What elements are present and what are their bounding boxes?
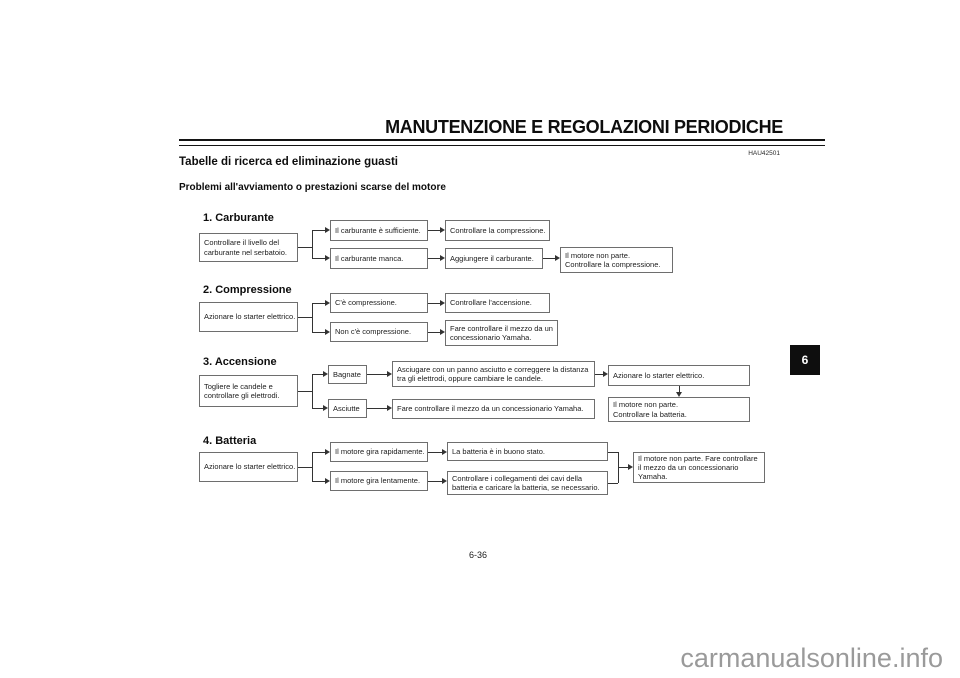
flow-line	[428, 302, 440, 304]
flow-box-s4-engine-not-starting: Il motore non parte. Fare controllare il…	[633, 452, 765, 483]
flow-line	[311, 230, 313, 258]
flow-box-s2-compression-present: C'è compressione.	[330, 293, 428, 313]
arrow-right-icon	[387, 405, 392, 411]
flow-line	[312, 229, 325, 231]
flow-line	[312, 407, 323, 409]
flow-line	[312, 302, 325, 304]
flow-line	[595, 373, 603, 375]
flow-line	[298, 316, 312, 318]
flow-section-heading: 4. Batteria	[203, 435, 257, 447]
arrow-right-icon	[603, 371, 608, 377]
flow-line	[617, 452, 619, 483]
doc-code: HAU42501	[748, 150, 780, 157]
flow-line	[678, 386, 680, 392]
arrow-right-icon	[442, 478, 447, 484]
arrow-down-icon	[676, 392, 682, 397]
flow-line	[312, 373, 323, 375]
flow-line	[367, 373, 387, 375]
arrow-right-icon	[442, 449, 447, 455]
flow-box-s3-wet: Bagnate	[328, 365, 367, 384]
arrow-right-icon	[323, 371, 328, 377]
arrow-right-icon	[440, 255, 445, 261]
flow-line	[312, 331, 325, 333]
flow-box-s1-engine-not-starting: Il motore non parte. Controllare la comp…	[560, 247, 673, 273]
flow-box-s1-fuel-missing: Il carburante manca.	[330, 248, 428, 269]
flow-line	[543, 257, 555, 259]
section-title: Tabelle di ricerca ed eliminazione guast…	[179, 156, 398, 168]
flow-box-s4-use-electric-starter: Azionare lo starter elettrico.	[199, 452, 298, 482]
flow-line	[428, 229, 440, 231]
arrow-right-icon	[325, 329, 330, 335]
watermark: carmanualsonline.info	[680, 643, 943, 673]
flow-box-s4-engine-turns-quickly: Il motore gira rapidamente.	[330, 442, 428, 462]
arrow-right-icon	[440, 227, 445, 233]
flow-box-s1-check-compression: Controllare la compressione.	[445, 220, 550, 241]
arrow-right-icon	[440, 300, 445, 306]
flow-line	[428, 451, 442, 453]
flow-box-s3-have-dealer-check: Fare controllare il mezzo da un concessi…	[392, 399, 595, 419]
flow-line	[428, 480, 442, 482]
page-title: MANUTENZIONE E REGOLAZIONI PERIODICHE	[385, 117, 783, 137]
flow-box-s4-battery-good: La batteria è in buono stato.	[447, 442, 608, 461]
flow-line	[298, 466, 312, 468]
arrow-right-icon	[325, 255, 330, 261]
flow-box-s1-check-fuel-level: Controllare il livello del carburante ne…	[199, 233, 298, 262]
arrow-right-icon	[387, 371, 392, 377]
subsection-title: Problemi all'avviamento o prestazioni sc…	[179, 182, 446, 193]
flow-line	[367, 407, 387, 409]
flow-section-heading: 3. Accensione	[203, 356, 277, 368]
arrow-right-icon	[325, 478, 330, 484]
flow-section-heading: 2. Compressione	[203, 284, 292, 296]
arrow-right-icon	[325, 300, 330, 306]
arrow-right-icon	[325, 227, 330, 233]
flow-line	[311, 374, 313, 408]
arrow-right-icon	[323, 405, 328, 411]
arrow-right-icon	[325, 449, 330, 455]
flow-box-s1-fuel-sufficient: Il carburante è sufficiente.	[330, 220, 428, 241]
chapter-tab: 6	[790, 345, 820, 375]
header-rule	[179, 139, 825, 146]
flow-box-s3-dry: Asciutte	[328, 399, 367, 418]
flow-box-s4-check-battery-connections: Controllare i collegamenti dei cavi dell…	[447, 471, 608, 495]
flow-section-heading: 1. Carburante	[203, 212, 274, 224]
flow-line	[618, 466, 628, 468]
arrow-right-icon	[555, 255, 560, 261]
arrow-right-icon	[628, 464, 633, 470]
flow-box-s4-engine-turns-slowly: Il motore gira lentamente.	[330, 471, 428, 491]
flow-line	[428, 331, 440, 333]
flow-box-s3-engine-not-starting: Il motore non parte. Controllare la batt…	[608, 397, 750, 422]
flow-line	[298, 390, 312, 392]
flow-box-s2-check-ignition: Controllare l'accensione.	[445, 293, 550, 313]
flow-line	[312, 257, 325, 259]
flow-box-s3-remove-spark-plugs: Togliere le candele e controllare gli el…	[199, 375, 298, 407]
flow-line	[311, 452, 313, 481]
arrow-right-icon	[440, 329, 445, 335]
flow-box-s3-wipe-dry: Asciugare con un panno asciutto e correg…	[392, 361, 595, 387]
flow-line	[428, 257, 440, 259]
flow-line	[608, 451, 618, 453]
page-number: 6-36	[468, 550, 487, 560]
flow-box-s2-have-dealer-check: Fare controllare il mezzo da un concessi…	[445, 320, 558, 346]
flow-box-s2-no-compression: Non c'è compressione.	[330, 322, 428, 342]
flow-line	[608, 482, 618, 484]
flow-box-s2-use-electric-starter: Azionare lo starter elettrico.	[199, 302, 298, 332]
flow-line	[312, 480, 325, 482]
flow-line	[298, 246, 312, 248]
flow-line	[311, 303, 313, 332]
flow-box-s3-use-electric-starter: Azionare lo starter elettrico.	[608, 365, 750, 386]
flow-line	[312, 451, 325, 453]
flow-box-s1-add-fuel: Aggiungere il carburante.	[445, 248, 543, 269]
